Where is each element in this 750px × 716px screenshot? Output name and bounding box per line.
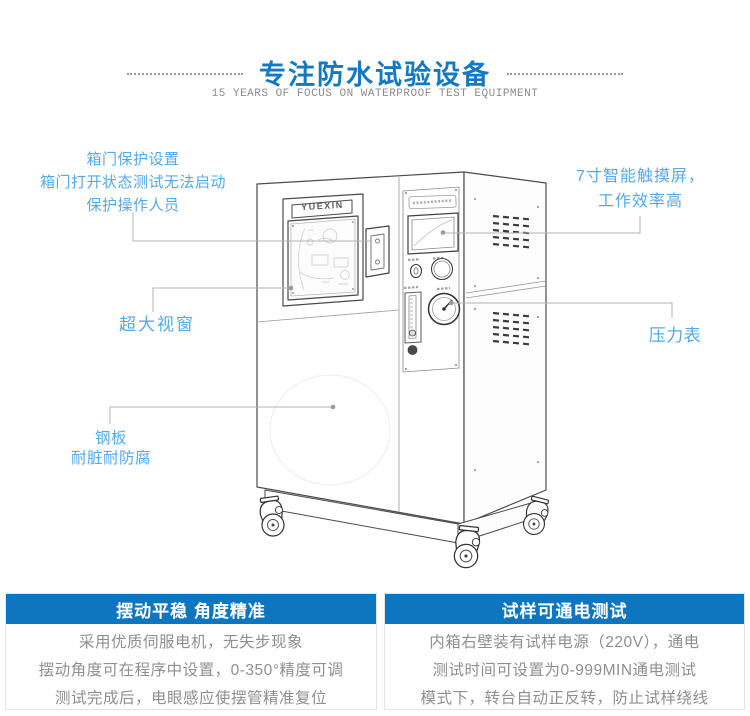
brand-nameplate xyxy=(291,199,353,219)
knob-labels xyxy=(407,256,446,262)
callout-text: 保护操作人员 xyxy=(86,197,180,214)
feature-line: 内箱右壁装有试样电源（220V），通电 xyxy=(429,634,700,651)
touch-screen xyxy=(407,212,459,255)
callout-line-pressure-gauge xyxy=(451,302,673,318)
feature-title: 试样可通电测试 xyxy=(385,594,744,624)
side-screws xyxy=(474,198,539,471)
drum-hint xyxy=(269,374,391,486)
caster-wheel-front-right xyxy=(453,524,481,569)
callout-line-touch-screen xyxy=(445,216,641,234)
dotted-divider-left xyxy=(127,73,243,75)
power-knob xyxy=(409,263,423,279)
feature-line: 摆动角度可在程序中设置，0-350°精度可调 xyxy=(38,662,344,679)
page-title: 专注防水试验设备 xyxy=(259,59,491,90)
page-subtitle: 15 YEARS OF FOCUS ON WATERPROOF TEST EQU… xyxy=(211,88,539,100)
callout-touch-screen: 7寸智能触摸屏， 工作效率高 xyxy=(553,164,728,214)
header: 专注防水试验设备 xyxy=(0,52,750,92)
callout-text: 箱门打开状态测试无法启动 xyxy=(39,174,226,191)
door-handle xyxy=(365,225,390,278)
model-nameplate xyxy=(408,194,457,210)
callout-text: 钢板 xyxy=(94,430,127,447)
feature-line: 测试时间可设置为0-999MIN通电测试 xyxy=(432,662,697,679)
machine-door xyxy=(282,193,364,307)
panel-seams xyxy=(256,177,400,512)
callout-text: 耐脏耐防腐 xyxy=(70,450,151,467)
caster-wheel-rear-right xyxy=(522,495,550,536)
door-window xyxy=(287,215,359,301)
feature-body: 采用优质伺服电机，无失步现象 摆动角度可在程序中设置，0-350°精度可调 测试… xyxy=(6,624,376,713)
flow-meter xyxy=(403,285,422,355)
callout-line-window xyxy=(152,287,289,312)
callout-text: 箱门保护设置 xyxy=(86,151,180,168)
vent-grille-lower xyxy=(492,311,530,346)
callout-line-door-protection xyxy=(132,213,371,242)
callout-lines xyxy=(109,213,673,424)
window-screws xyxy=(292,221,354,294)
feature-line: 采用优质伺服电机，无失步现象 xyxy=(78,634,303,651)
callout-window: 超大视窗 xyxy=(119,315,195,334)
callout-text: 7寸智能触摸屏， xyxy=(576,168,705,185)
feature-body: 内箱右壁装有试样电源（220V），通电 测试时间可设置为0-999MIN通电测试… xyxy=(385,624,744,713)
callout-steel-plate: 钢板 耐脏耐防腐 xyxy=(36,429,186,469)
dotted-divider-right xyxy=(507,73,623,75)
callout-line-steel-plate xyxy=(109,406,333,424)
callout-dots xyxy=(288,230,454,410)
callout-pressure-gauge: 压力表 xyxy=(648,326,702,345)
control-knob xyxy=(430,257,454,281)
callout-door-protection: 箱门保护设置 箱门打开状态测试无法启动 保护操作人员 xyxy=(18,148,248,217)
feature-title: 摆动平稳 角度精准 xyxy=(6,594,376,624)
caster-wheel-front-left xyxy=(259,495,285,537)
panel-screws xyxy=(405,189,457,370)
feature-line: 测试完成后，电眼感应使摆管精准复位 xyxy=(54,690,327,707)
feature-line: 模式下，转台自动正反转，防止试样绕线 xyxy=(420,690,709,707)
side-panel xyxy=(465,198,547,471)
callout-text: 工作效率高 xyxy=(597,193,683,210)
control-panel xyxy=(402,186,461,373)
feature-panel-swing: 摆动平稳 角度精准 采用优质伺服电机，无失步现象 摆动角度可在程序中设置，0-3… xyxy=(5,593,377,710)
feature-panel-powered-test: 试样可通电测试 内箱右壁装有试样电源（220V），通电 测试时间可设置为0-99… xyxy=(384,593,745,710)
